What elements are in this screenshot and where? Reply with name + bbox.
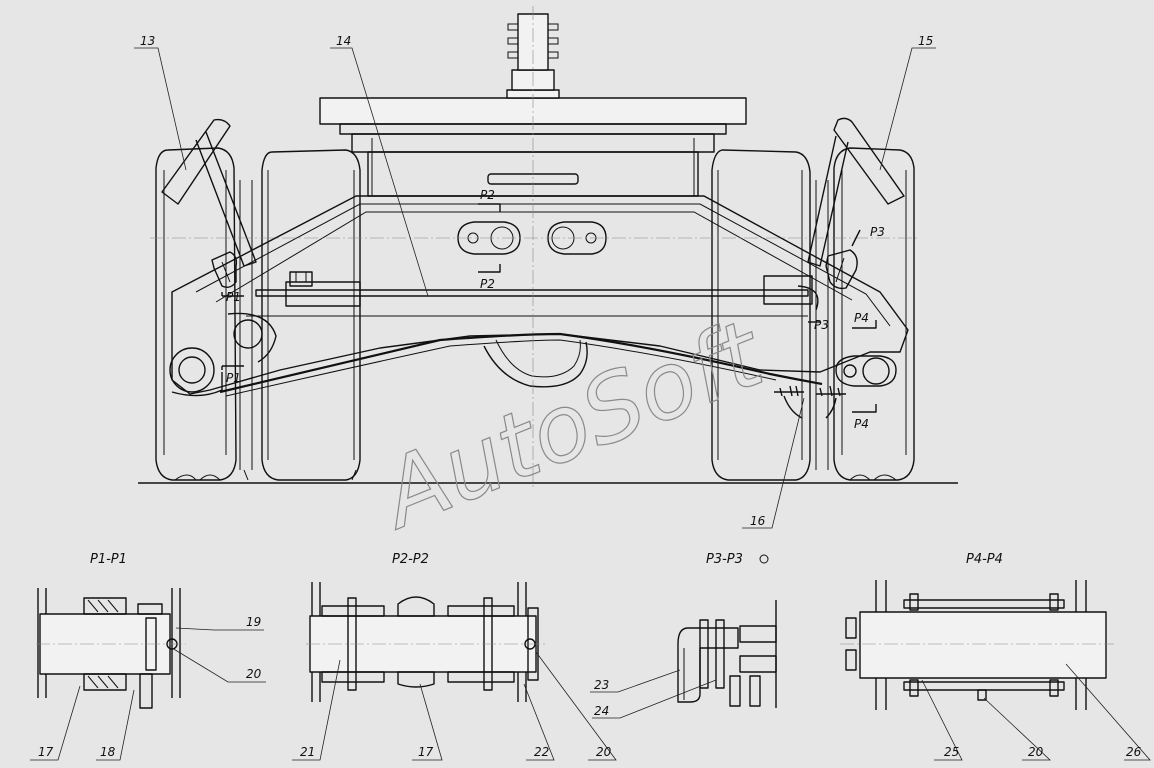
pin-p1 — [233, 319, 263, 349]
section-p3: P3-P3 23 24 — [590, 552, 777, 719]
cut-label-p1-top: P1 — [226, 290, 241, 304]
tie-rod — [255, 271, 819, 311]
callout-16: 16 — [750, 514, 766, 528]
cut-label-p3-top: P3 — [870, 225, 885, 239]
cut-label-p2-top: P2 — [480, 188, 495, 202]
callout-19: 19 — [246, 615, 261, 629]
main-assembly-view: P1 P1 P2 P2 P3 P3 P4 P4 13 14 15 16 — [134, 6, 958, 529]
cut-label-p4-top: P4 — [854, 311, 869, 325]
section-p4: P4-P4 25 20 26 — [840, 552, 1151, 761]
callout-23: 23 — [594, 678, 609, 692]
callout-26: 26 — [1126, 745, 1142, 759]
section-cuts — [221, 203, 877, 413]
callout-14: 14 — [336, 34, 351, 48]
section-title-p4: P4-P4 — [966, 552, 1003, 567]
cut-label-p2-bottom: P2 — [480, 277, 495, 291]
axle-beam — [171, 195, 909, 397]
section-p1: P1-P1 19 20 17 18 — [30, 552, 266, 761]
left-hub — [169, 347, 223, 397]
right-hub — [835, 355, 897, 387]
section-title-p1: P1-P1 — [90, 552, 127, 567]
cut-label-p4-bottom: P4 — [854, 417, 869, 431]
callout-17-p1: 17 — [38, 745, 54, 759]
callout-24: 24 — [594, 704, 609, 718]
cut-label-p3-bottom: P3 — [814, 318, 829, 332]
left-outer-wheel — [155, 147, 237, 481]
pin-p1-bracket — [227, 312, 277, 363]
callout-13: 13 — [140, 34, 155, 48]
section-p2: P2-P2 21 17 22 20 — [292, 552, 617, 761]
callout-18: 18 — [100, 745, 116, 759]
callout-21: 21 — [300, 745, 315, 759]
watermark: AutoSoft — [364, 299, 779, 550]
callout-25: 25 — [944, 745, 959, 759]
right-inner-wheel — [711, 149, 829, 481]
section-title-p2: P2-P2 — [392, 552, 429, 567]
rotation-mark-icon — [759, 554, 769, 564]
bottom-clamps — [774, 385, 846, 419]
right-outer-wheel — [833, 147, 915, 481]
callout-20-p4: 20 — [1028, 745, 1044, 759]
callout-20-p1: 20 — [246, 667, 262, 681]
cut-label-p1-bottom: P1 — [226, 371, 241, 385]
section-title-p3: P3-P3 — [706, 552, 743, 567]
callout-15: 15 — [918, 34, 933, 48]
right-lever — [807, 117, 905, 290]
callout-20-p2: 20 — [596, 745, 612, 759]
callout-22: 22 — [534, 745, 549, 759]
callout-17-p2: 17 — [418, 745, 434, 759]
left-lever — [161, 118, 257, 289]
left-inner-wheel — [239, 149, 361, 481]
